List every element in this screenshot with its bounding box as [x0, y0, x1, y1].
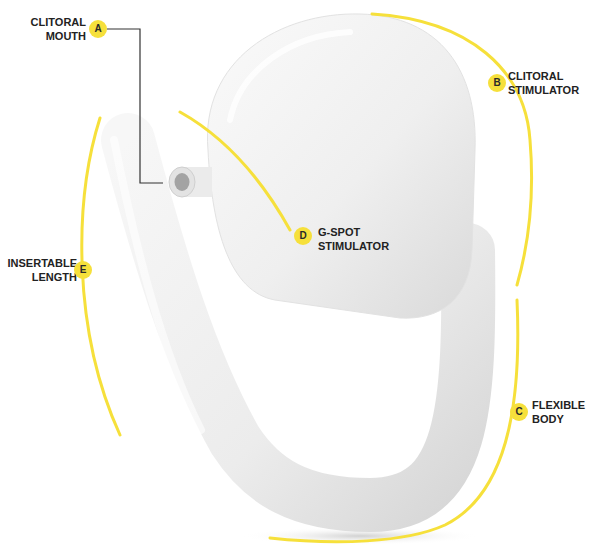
head-highlight: [230, 32, 350, 120]
mouth-rim: [169, 167, 195, 197]
callout-letter: E: [74, 261, 92, 279]
callout-letter: C: [510, 403, 528, 421]
range-bracket: [270, 300, 518, 542]
leader-line: [107, 29, 163, 183]
mouth-opening: [175, 173, 190, 191]
callout-letter: D: [294, 227, 312, 245]
range-bracket: [372, 14, 532, 285]
callout-letter: A: [89, 20, 107, 38]
part-name: INSERTABLE LENGTH: [3, 257, 77, 285]
range-bracket: [180, 112, 290, 230]
part-name: CLITORAL STIMULATOR: [508, 70, 593, 98]
part-name: FLEXIBLE BODY: [532, 399, 600, 427]
part-name: CLITORAL MOUTH: [14, 16, 86, 44]
callout-letter: B: [488, 74, 506, 92]
part-name: G-SPOT STIMULATOR: [318, 226, 408, 254]
